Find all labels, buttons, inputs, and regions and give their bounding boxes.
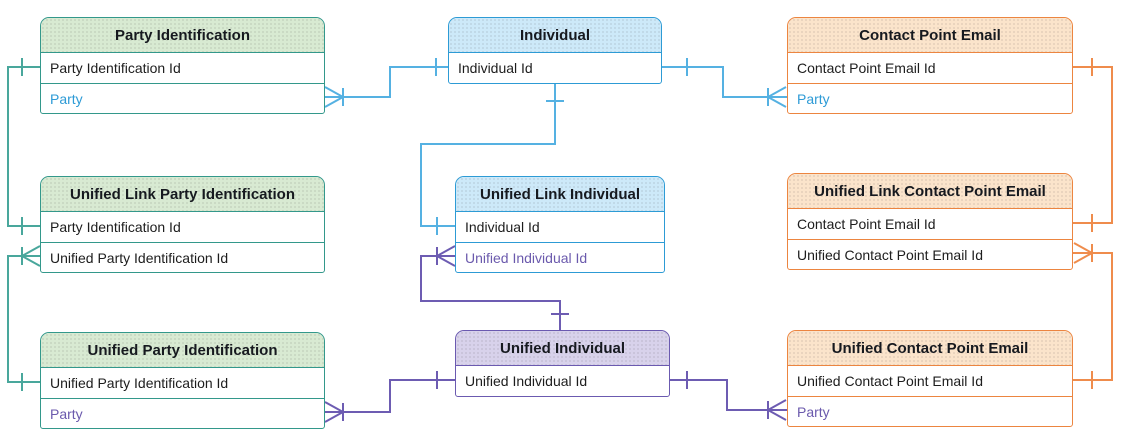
field-label: Unified Individual Id xyxy=(465,373,588,389)
field-contact-point-email-id: Contact Point Email Id xyxy=(788,209,1072,239)
connector-unified-party-identification-to-unified-link xyxy=(7,245,41,391)
entity-title-text: Unified Individual xyxy=(499,339,625,357)
field-label: Unified Contact Point Email Id xyxy=(797,246,983,263)
cardinality-many-crowfoot xyxy=(324,96,344,108)
field-unified-party-identification-id: Unified Party Identification Id xyxy=(41,368,324,398)
entity-title-party-identification: Party Identification xyxy=(41,18,324,53)
field-label: Party xyxy=(797,403,830,420)
cardinality-many-crowfoot xyxy=(436,245,456,257)
field-unified-party-identification-id: Unified Party Identification Id xyxy=(41,242,324,272)
entity-title-text: Unified Link Party Identification xyxy=(69,185,296,203)
field-individual-id: Individual Id xyxy=(449,53,661,83)
field-label: Contact Point Email Id xyxy=(797,216,936,232)
field-party-identification-id: Party Identification Id xyxy=(41,212,324,242)
field-label: Unified Party Identification Id xyxy=(50,249,229,266)
field-label: Unified Party Identification Id xyxy=(50,375,229,391)
field-individual-id: Individual Id xyxy=(456,212,664,242)
cardinality-many-crowfoot xyxy=(767,409,787,421)
entity-title-text: Unified Link Individual xyxy=(479,185,640,203)
field-party-identification-id: Party Identification Id xyxy=(41,53,324,83)
cardinality-many-crowfoot xyxy=(767,86,787,98)
cardinality-many-crowfoot xyxy=(324,401,344,413)
field-unified-contact-point-email-id: Unified Contact Point Email Id xyxy=(788,366,1072,396)
entity-title-text: Unified Link Contact Point Email xyxy=(814,182,1046,200)
connector-unified-individual-to-unified-party-identification-party xyxy=(324,371,455,423)
connector-individual-to-unified-link-individual xyxy=(420,82,564,235)
field-unified-contact-point-email-id: Unified Contact Point Email Id xyxy=(788,239,1072,269)
entity-title-text: Party Identification xyxy=(114,26,251,44)
connector-individual-to-party-identification-party xyxy=(324,58,448,108)
entity-title-unified-contact-point-email: Unified Contact Point Email xyxy=(788,331,1072,366)
field-label: Party Identification Id xyxy=(50,219,181,235)
field-party: Party xyxy=(41,398,324,428)
field-party: Party xyxy=(788,396,1072,426)
connector-unified-individual-to-unified-link-individual xyxy=(420,245,569,330)
connector-individual-to-contact-point-email-party xyxy=(662,58,787,108)
entity-title-unified-link-party-identification: Unified Link Party Identification xyxy=(41,177,324,212)
field-label: Individual Id xyxy=(465,219,540,235)
field-label: Unified Individual Id xyxy=(465,249,588,266)
cardinality-many-crowfoot xyxy=(1073,242,1093,254)
entity-title-individual: Individual xyxy=(449,18,661,53)
field-party: Party xyxy=(41,83,324,113)
cardinality-many-crowfoot xyxy=(324,411,344,423)
entity-title-unified-link-individual: Unified Link Individual xyxy=(456,177,664,212)
connector-unified-contact-point-email-to-unified-link xyxy=(1073,242,1113,389)
connector-unified-individual-to-unified-contact-point-email-party xyxy=(670,371,787,421)
field-label: Party xyxy=(797,90,830,107)
cardinality-many-crowfoot xyxy=(21,255,41,267)
cardinality-many-crowfoot xyxy=(21,245,41,257)
field-label: Contact Point Email Id xyxy=(797,60,936,76)
cardinality-many-crowfoot xyxy=(767,96,787,108)
field-label: Party Identification Id xyxy=(50,60,181,76)
connector-party-identification-id-to-unified-link xyxy=(7,58,40,235)
field-label: Unified Contact Point Email Id xyxy=(797,373,983,389)
entity-title-unified-individual: Unified Individual xyxy=(456,331,669,366)
field-label: Party xyxy=(50,90,83,107)
entity-title-contact-point-email: Contact Point Email xyxy=(788,18,1072,53)
entity-title-text: Individual xyxy=(519,26,590,44)
entity-title-text: Unified Party Identification xyxy=(87,341,278,359)
cardinality-many-crowfoot xyxy=(436,255,456,267)
connector-contact-point-email-id-to-unified-link xyxy=(1073,58,1113,232)
field-unified-individual-id: Unified Individual Id xyxy=(456,242,664,272)
field-unified-individual-id: Unified Individual Id xyxy=(456,366,669,396)
field-party: Party xyxy=(788,83,1072,113)
entity-title-unified-party-identification: Unified Party Identification xyxy=(41,333,324,368)
entity-title-text: Unified Contact Point Email xyxy=(831,339,1029,357)
field-label: Party xyxy=(50,405,83,422)
cardinality-many-crowfoot xyxy=(324,86,344,98)
cardinality-many-crowfoot xyxy=(767,399,787,411)
entity-title-text: Contact Point Email xyxy=(859,26,1001,44)
field-contact-point-email-id: Contact Point Email Id xyxy=(788,53,1072,83)
cardinality-many-crowfoot xyxy=(1073,252,1093,264)
entity-title-unified-link-contact-point-email: Unified Link Contact Point Email xyxy=(788,174,1072,209)
field-label: Individual Id xyxy=(458,60,533,76)
